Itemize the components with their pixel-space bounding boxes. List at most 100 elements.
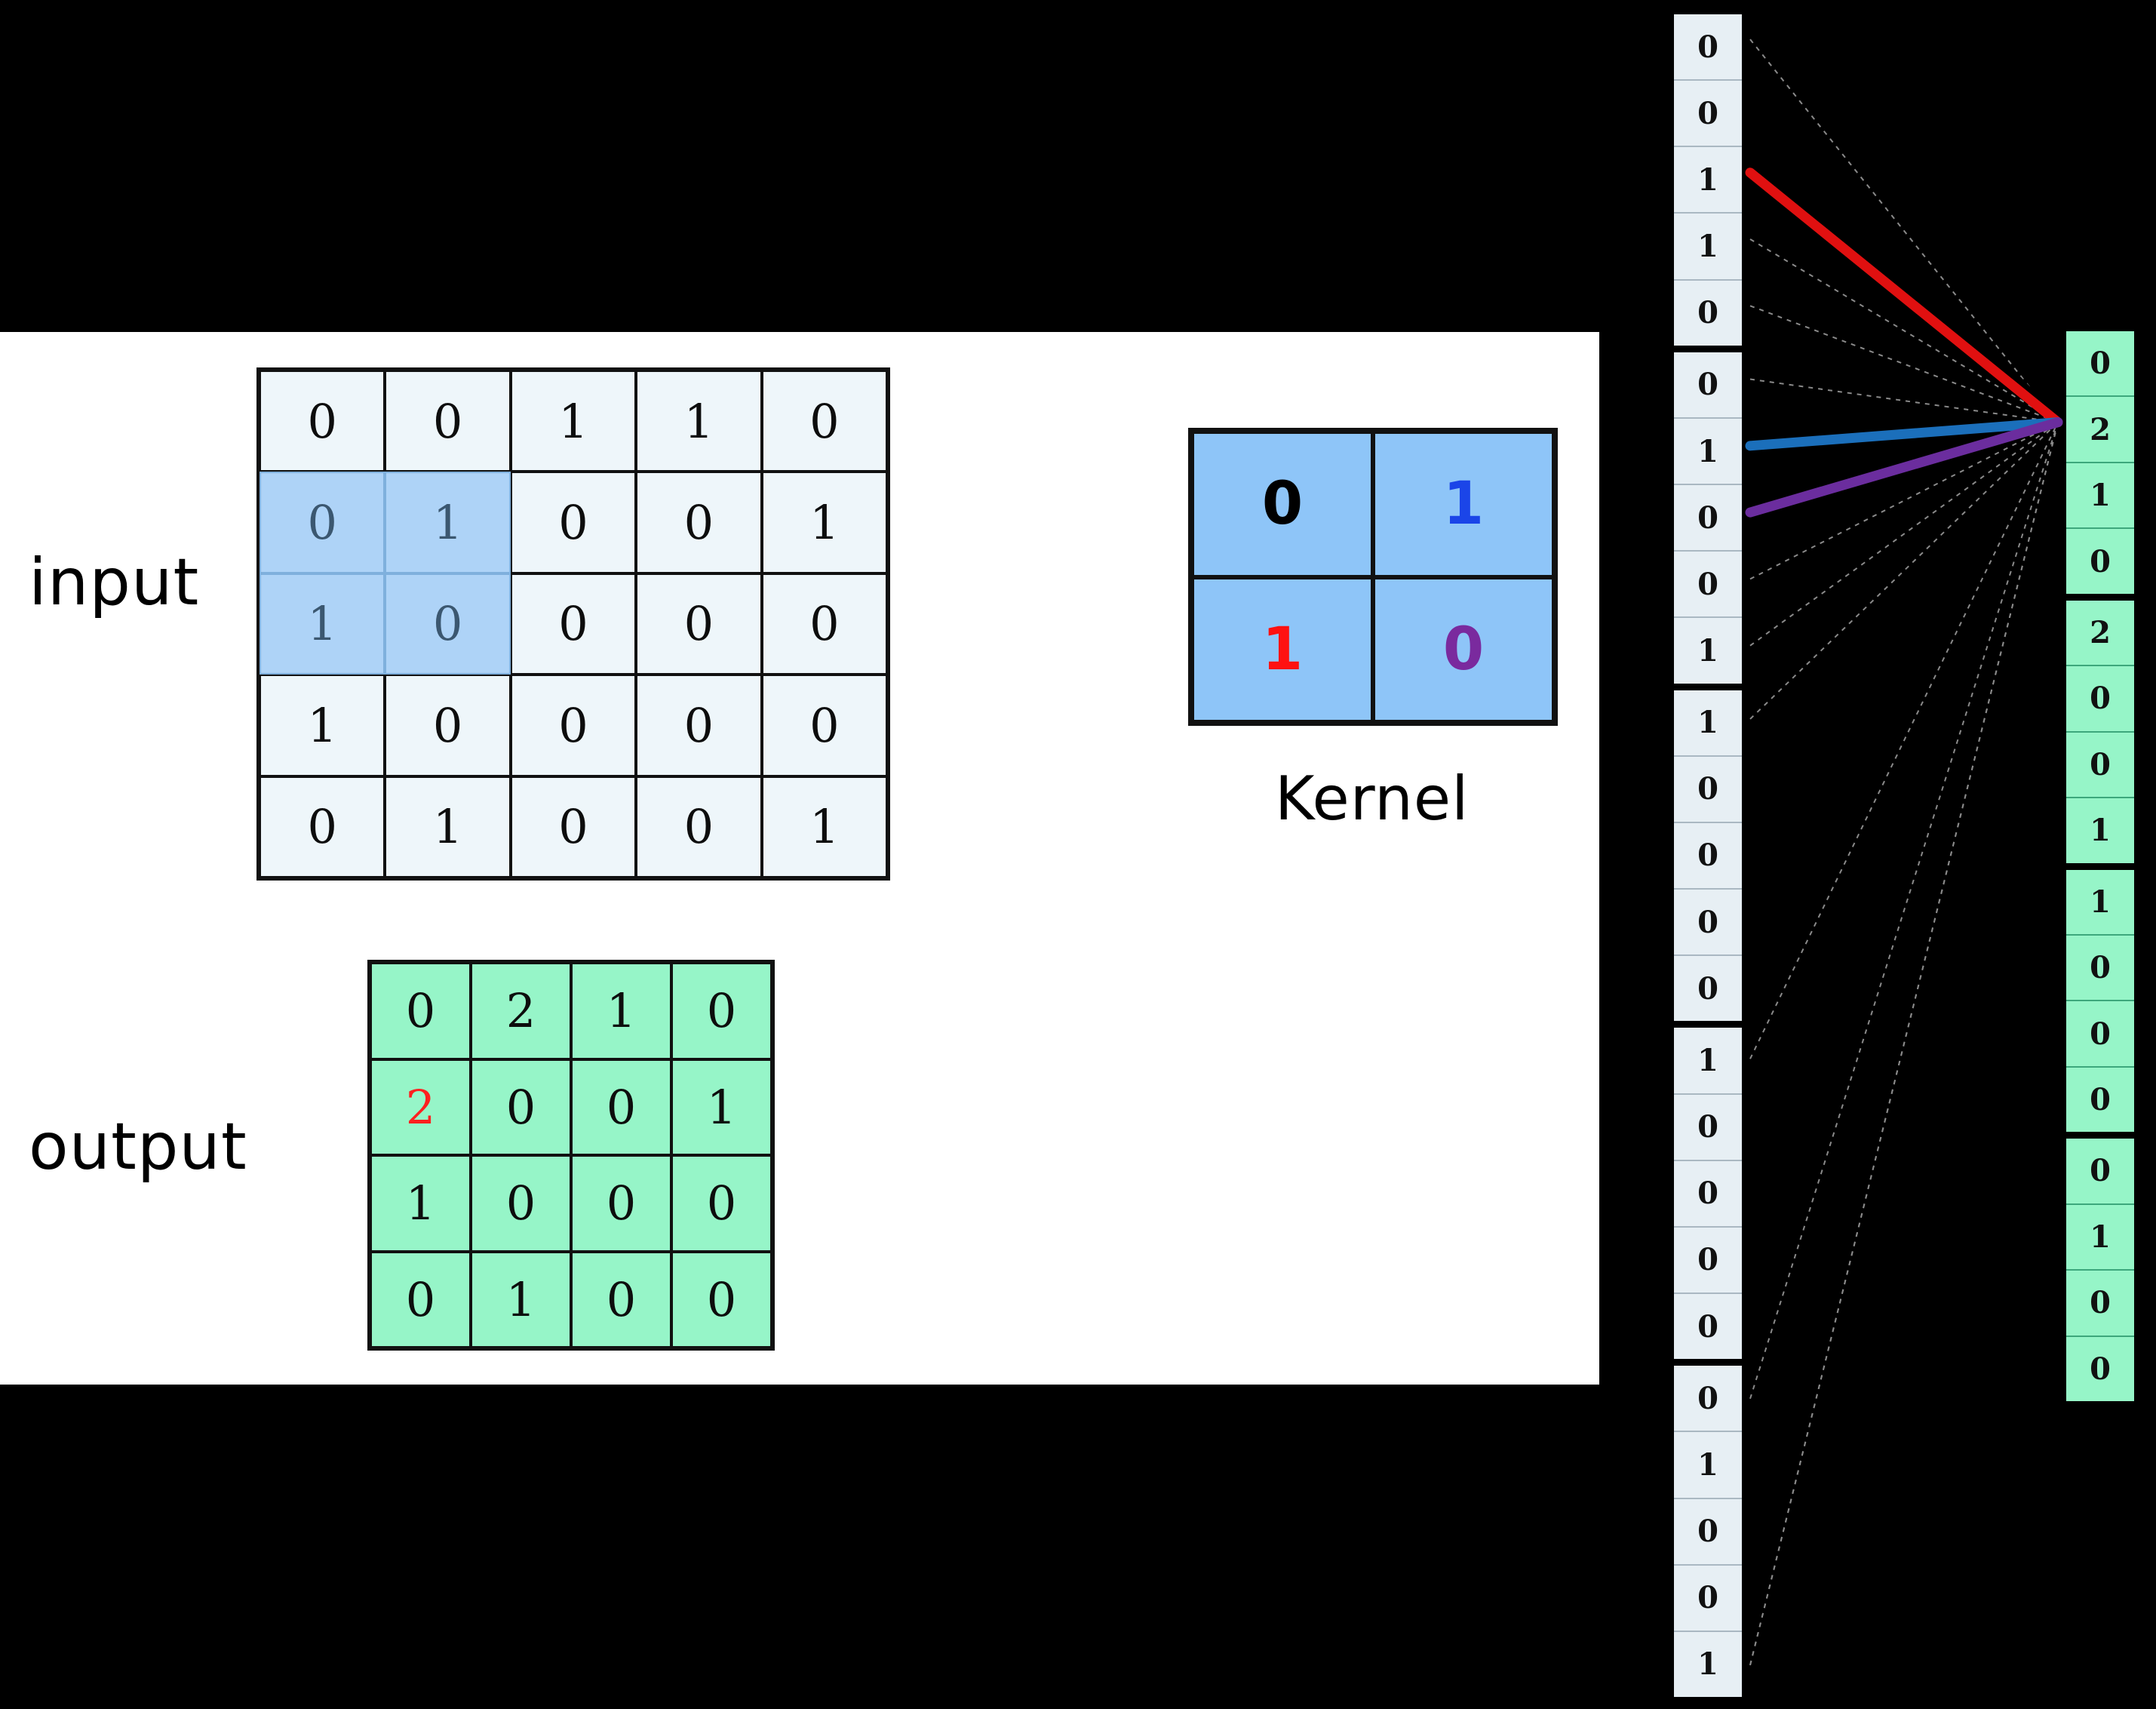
input-vector-cell-19: 0 bbox=[1674, 1294, 1742, 1360]
input-cell-2-0: 1 bbox=[260, 573, 385, 675]
input-cell-4-3: 0 bbox=[636, 776, 762, 878]
edge-faint-8 bbox=[1749, 421, 2059, 580]
input-label: input bbox=[29, 545, 200, 620]
input-cell-0-2: 1 bbox=[510, 370, 637, 472]
edge-faint-9 bbox=[1749, 421, 2059, 647]
output-vector-cell-4: 2 bbox=[2066, 600, 2134, 667]
input-cell-1-1: 1 bbox=[385, 472, 511, 573]
edge-red bbox=[1745, 168, 2063, 428]
edge-faint-4 bbox=[1749, 305, 2059, 423]
input-cell-1-0: 0 bbox=[260, 472, 385, 573]
edge-faint-5 bbox=[1749, 378, 2059, 423]
input-vector-cell-0: 0 bbox=[1674, 14, 1742, 81]
input-vector-cell-7: 0 bbox=[1674, 485, 1742, 552]
output-cell-3-2: 0 bbox=[571, 1251, 671, 1348]
output-vector-cell-8: 1 bbox=[2066, 869, 2134, 936]
output-label: output bbox=[29, 1109, 247, 1185]
input-vector-cell-21: 1 bbox=[1674, 1432, 1742, 1499]
input-vector-cell-11: 0 bbox=[1674, 756, 1742, 823]
output-cell-1-1: 0 bbox=[471, 1059, 571, 1155]
input-cell-0-3: 1 bbox=[636, 370, 762, 472]
input-vector-cell-17: 0 bbox=[1674, 1160, 1742, 1228]
output-cell-2-2: 0 bbox=[571, 1155, 671, 1252]
output-cell-3-1: 1 bbox=[471, 1251, 571, 1348]
output-cell-0-2: 1 bbox=[571, 963, 671, 1059]
output-cell-0-0: 0 bbox=[370, 963, 471, 1059]
input-vector-cell-1: 0 bbox=[1674, 81, 1742, 148]
output-vector-cell-1: 2 bbox=[2066, 397, 2134, 463]
kernel-label: Kernel bbox=[1275, 764, 1470, 834]
input-cell-0-1: 0 bbox=[385, 370, 511, 472]
input-vector-cell-13: 0 bbox=[1674, 890, 1742, 957]
edge-black bbox=[1745, 100, 2063, 428]
input-vector-cell-10: 1 bbox=[1674, 690, 1742, 757]
input-vector-cell-16: 0 bbox=[1674, 1094, 1742, 1161]
output-vector-cell-10: 0 bbox=[2066, 1001, 2134, 1068]
edge-faint-3 bbox=[1749, 238, 2059, 423]
kernel-cell-3: 0 bbox=[1373, 576, 1554, 722]
input-cell-0-4: 0 bbox=[761, 370, 887, 472]
output-cell-3-3: 0 bbox=[671, 1251, 772, 1348]
output-vector-cell-9: 0 bbox=[2066, 935, 2134, 1002]
input-cell-3-2: 0 bbox=[510, 675, 637, 776]
input-vector-cell-2: 1 bbox=[1674, 147, 1742, 214]
input-cell-4-4: 1 bbox=[761, 776, 887, 878]
input-vector-cell-20: 0 bbox=[1674, 1366, 1742, 1433]
output-vector-cell-6: 0 bbox=[2066, 732, 2134, 799]
input-vector-cell-23: 0 bbox=[1674, 1565, 1742, 1632]
input-cell-2-3: 0 bbox=[636, 573, 762, 675]
output-cell-2-3: 0 bbox=[671, 1155, 772, 1252]
input-cell-2-1: 0 bbox=[385, 573, 511, 675]
output-vector-cell-3: 0 bbox=[2066, 529, 2134, 594]
input-vector-cell-22: 0 bbox=[1674, 1498, 1742, 1566]
output-vector-cell-2: 1 bbox=[2066, 463, 2134, 530]
edge-blue bbox=[1745, 417, 2063, 451]
edge-faint-long-2 bbox=[1749, 422, 2059, 1400]
input-vector-cell-12: 0 bbox=[1674, 822, 1742, 890]
input-cell-4-1: 1 bbox=[385, 776, 511, 878]
output-cell-0-1: 2 bbox=[471, 963, 571, 1059]
output-cell-2-1: 0 bbox=[471, 1155, 571, 1252]
input-vector-cell-5: 0 bbox=[1674, 352, 1742, 419]
input-vector-cell-6: 1 bbox=[1674, 418, 1742, 486]
output-cell-0-3: 0 bbox=[671, 963, 772, 1059]
input-cell-4-2: 0 bbox=[510, 776, 637, 878]
output-vector-cell-15: 0 bbox=[2066, 1336, 2134, 1401]
input-cell-1-4: 1 bbox=[761, 472, 887, 573]
input-vector-cell-14: 0 bbox=[1674, 956, 1742, 1022]
input-cell-1-2: 0 bbox=[510, 472, 637, 573]
input-cell-3-0: 1 bbox=[260, 675, 385, 776]
edge-faint-0 bbox=[1749, 38, 2059, 423]
input-vector-cell-15: 1 bbox=[1674, 1028, 1742, 1095]
input-vector-cell-8: 0 bbox=[1674, 552, 1742, 619]
input-cell-3-3: 0 bbox=[636, 675, 762, 776]
input-cell-4-0: 0 bbox=[260, 776, 385, 878]
kernel-cell-1: 1 bbox=[1373, 432, 1554, 577]
input-vector-cell-18: 0 bbox=[1674, 1227, 1742, 1295]
input-cell-3-4: 0 bbox=[761, 675, 887, 776]
output-vector-cell-5: 0 bbox=[2066, 666, 2134, 733]
output-vector-cell-12: 0 bbox=[2066, 1139, 2134, 1205]
edge-faint-long-0 bbox=[1749, 421, 2059, 720]
output-vector-cell-13: 1 bbox=[2066, 1204, 2134, 1271]
input-cell-2-4: 0 bbox=[761, 573, 887, 675]
input-vector-cell-9: 1 bbox=[1674, 618, 1742, 684]
input-cell-1-3: 0 bbox=[636, 472, 762, 573]
input-vector-cell-24: 1 bbox=[1674, 1631, 1742, 1697]
input-cell-0-0: 0 bbox=[260, 370, 385, 472]
input-vector-cell-4: 0 bbox=[1674, 280, 1742, 346]
output-cell-2-0: 1 bbox=[370, 1155, 471, 1252]
output-vector-cell-11: 0 bbox=[2066, 1067, 2134, 1133]
